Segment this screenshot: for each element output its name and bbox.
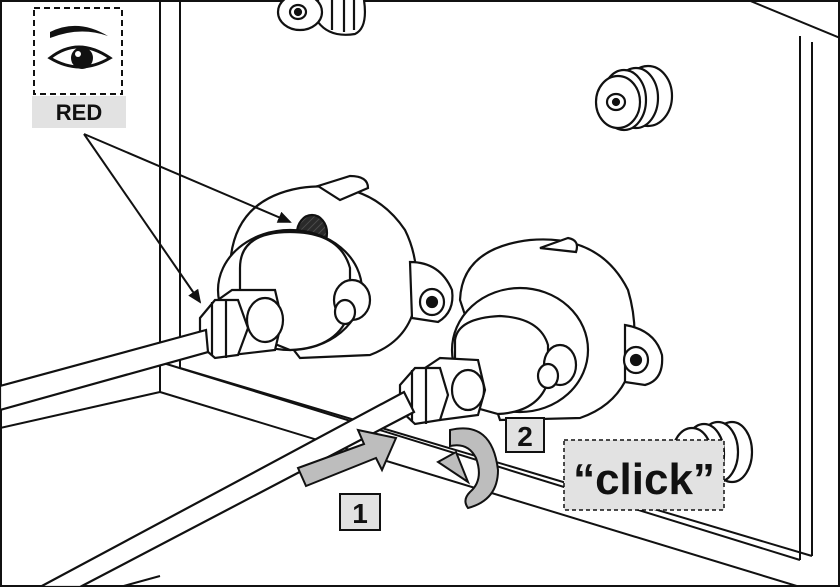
step-1-label: 1 — [339, 493, 381, 531]
click-label: “click” — [563, 439, 725, 511]
step-2-label: 2 — [505, 417, 545, 453]
push-arrow — [296, 428, 398, 488]
coupling-2 — [398, 236, 664, 426]
step-2-text: 2 — [517, 421, 533, 452]
coupling-red — [198, 174, 454, 360]
fitting-upper-right — [594, 64, 674, 132]
pointer-lines — [83, 133, 292, 304]
red-label: RED — [32, 96, 126, 128]
fitting-top-left — [276, 0, 367, 36]
click-label-text: “click” — [573, 455, 715, 504]
eye-icon — [33, 7, 123, 95]
step-1-text: 1 — [352, 498, 368, 529]
tube-2 — [39, 390, 416, 587]
tube-red — [0, 328, 210, 412]
rotate-arrow — [436, 427, 500, 510]
red-label-text: RED — [56, 100, 102, 125]
